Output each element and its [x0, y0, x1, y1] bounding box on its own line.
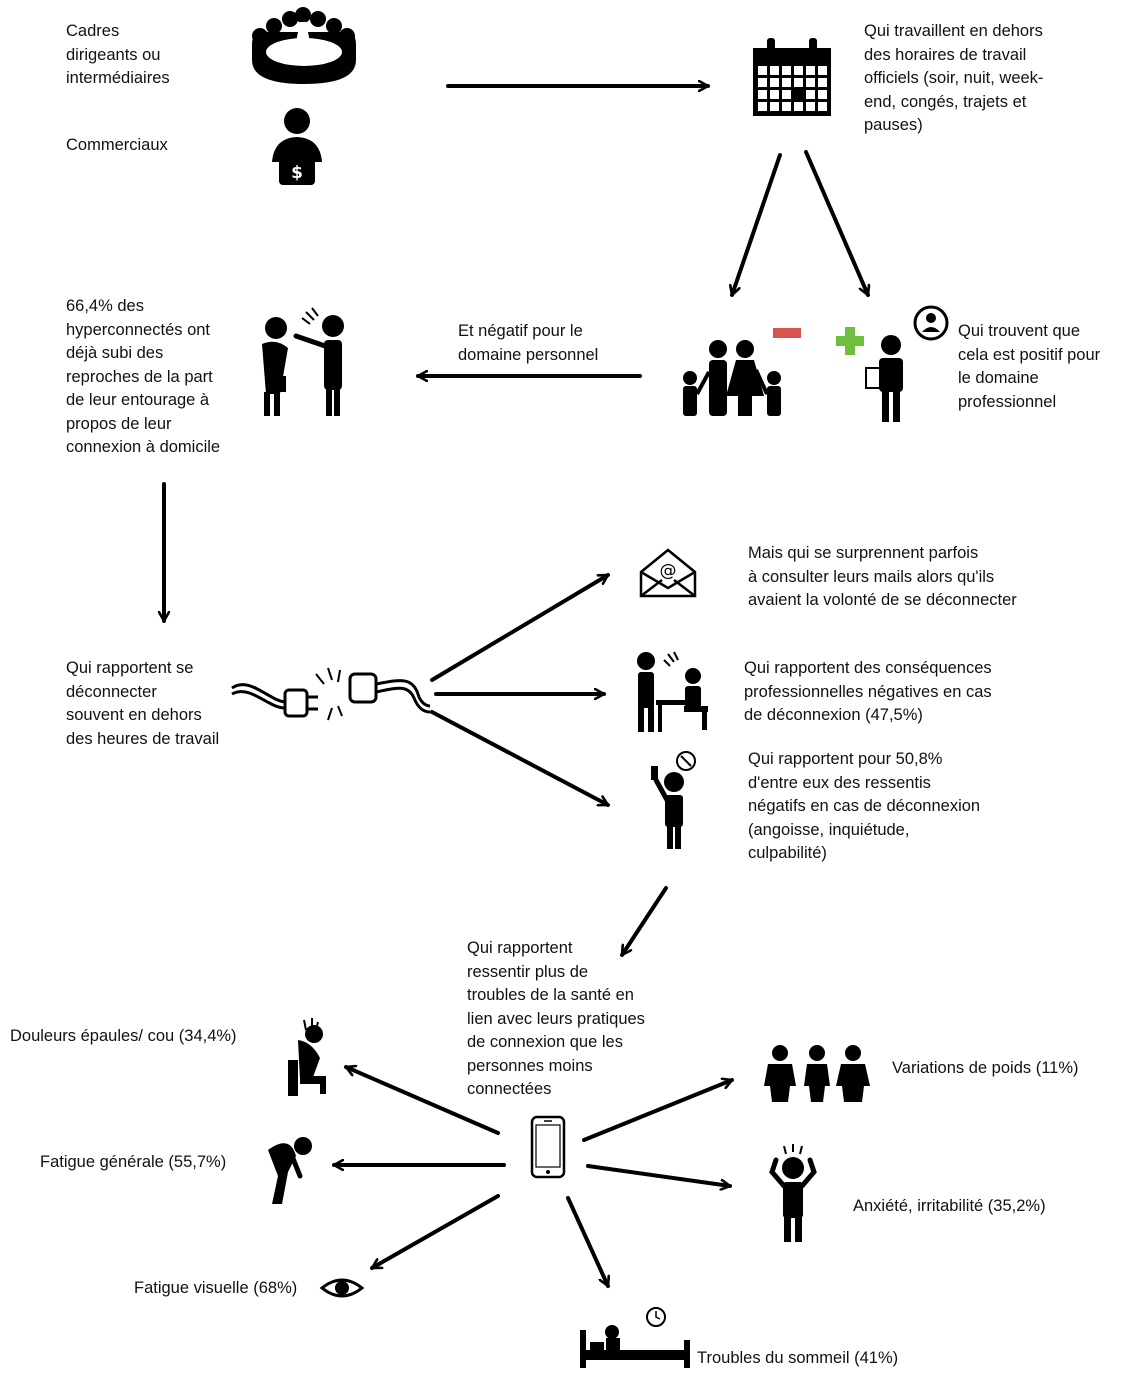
text-reproches: 66,4% des hyperconnectés ont déjà subi d…: [66, 297, 221, 456]
arrow-phone-to-anxiety: [586, 1164, 732, 1186]
calendar-cell: [794, 66, 803, 75]
calendar-cell: [818, 78, 827, 87]
text-ressentis: Qui rapportent pour 50,8% d'entre eux de…: [748, 750, 981, 862]
plus-sign-icon: [836, 327, 864, 355]
arrow-calendar-to-professional: [804, 150, 868, 297]
label-anxiete: Anxiété, irritabilité (35,2%): [853, 1197, 1046, 1215]
arrow-phone-to-neck: [344, 1067, 500, 1135]
calendar-cell: [758, 102, 767, 111]
label-douleurs: Douleurs épaules/ cou (34,4%): [10, 1027, 237, 1045]
svg-text:@: @: [660, 561, 677, 581]
arrow-phone-to-eye: [370, 1194, 500, 1270]
calendar-cell: [806, 66, 815, 75]
boss-desk-icon: [637, 651, 708, 732]
anxious-person-icon: [769, 1144, 817, 1242]
calendar-cell: [794, 102, 803, 111]
calendar-cell: [806, 102, 815, 111]
text-commerciaux: Commerciaux: [66, 136, 168, 154]
label-fatigue-generale: Fatigue générale (55,7%): [40, 1153, 227, 1171]
label-poids: Variations de poids (11%): [892, 1059, 1079, 1077]
family-icon: [683, 340, 781, 416]
label-sommeil: Troubles du sommeil (41%): [697, 1349, 899, 1367]
calendar-cell: [818, 66, 827, 75]
text-negatif-perso: Et négatif pour le domaine personnel: [458, 322, 599, 364]
text-consequences: Qui rapportent des conséquences professi…: [744, 659, 992, 724]
calendar-cell: [794, 78, 803, 87]
svg-text:$: $: [291, 163, 303, 183]
text-deconnecter: Qui rapportent se déconnecter souvent en…: [66, 659, 220, 748]
calendar-icon: [753, 38, 831, 116]
tired-person-icon: [268, 1137, 312, 1204]
calendar-cell: [770, 90, 779, 99]
calendar-cell: [806, 78, 815, 87]
text-hors-horaires: Qui travaillent en dehors des horaires d…: [864, 22, 1044, 134]
smartphone-icon: [530, 1115, 566, 1179]
calendar-cell: [782, 78, 791, 87]
arrow-phone-to-sleep: [566, 1196, 608, 1288]
salesman-icon: $: [272, 108, 322, 185]
arrow-calendar-to-family: [732, 153, 782, 297]
calendar-cell: [770, 78, 779, 87]
arrow-phone-to-weight: [582, 1080, 734, 1142]
professional-phone-icon: [865, 305, 949, 422]
calendar-cell: [818, 90, 827, 99]
calendar-cell: [758, 66, 767, 75]
arrow-plug-to-mail: [430, 573, 610, 682]
text-cadres: Cadres dirigeants ou intermédiaires: [66, 22, 170, 87]
calendar-cell: [782, 90, 791, 99]
worried-phone-icon: [651, 751, 696, 849]
reproach-icon: [262, 307, 344, 416]
calendar-cell: [782, 66, 791, 75]
calendar-cell: [806, 90, 815, 99]
arrow-plug-to-worried: [430, 710, 610, 807]
text-troubles-sante: Qui rapportent ressentir plus de trouble…: [467, 939, 645, 1098]
calendar-cell: [782, 102, 791, 111]
text-mails: Mais qui se surprennent parfois à consul…: [748, 544, 1017, 609]
calendar-cell: [770, 66, 779, 75]
arrow-worried-to-health: [620, 886, 668, 957]
calendar-cell: [818, 102, 827, 111]
label-fatigue-visuelle: Fatigue visuelle (68%): [134, 1279, 298, 1297]
calendar-cell: [770, 102, 779, 111]
weight-variation-icon: [764, 1045, 870, 1102]
text-positif-pro: Qui trouvent que cela est positif pour l…: [958, 322, 1101, 411]
sleep-trouble-icon: [580, 1307, 690, 1368]
calendar-cell: [758, 78, 767, 87]
meeting-table-icon: [252, 7, 356, 84]
minus-sign-icon: [773, 328, 801, 338]
neck-pain-icon: [288, 1018, 326, 1096]
mail-envelope-icon: @: [639, 548, 697, 598]
unplugged-cable-icon: [231, 667, 431, 721]
eye-icon: [319, 1278, 365, 1298]
calendar-cell: [758, 90, 767, 99]
